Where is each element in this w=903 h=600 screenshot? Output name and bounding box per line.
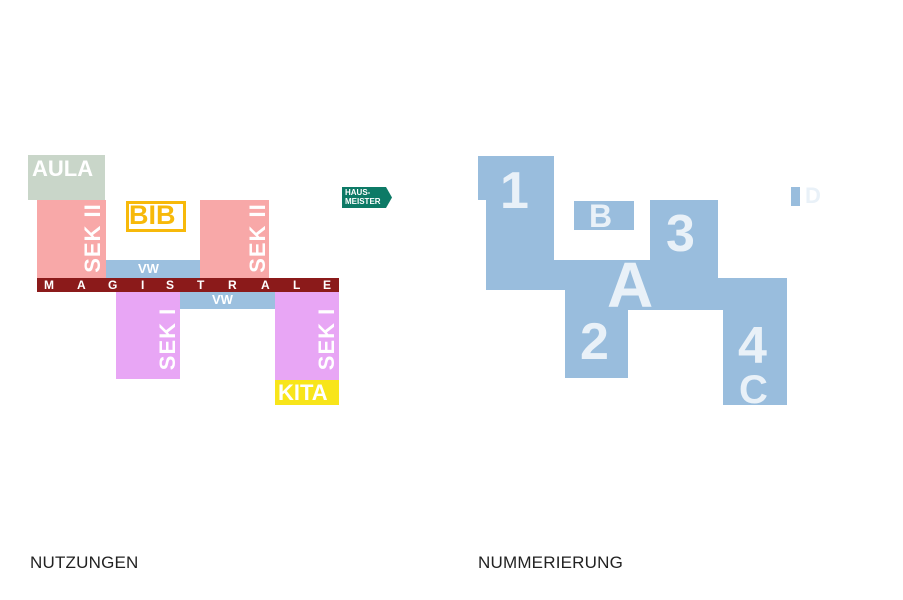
vw-top-label: VW xyxy=(138,261,159,276)
magistrale-letter-s: S xyxy=(166,278,175,292)
letter-c: C xyxy=(739,368,768,412)
nummerierung-caption: NUMMERIERUNG xyxy=(478,553,624,572)
building-d-shape xyxy=(791,187,800,206)
sek2-left-label: SEK II xyxy=(80,203,105,273)
aula-label: AULA xyxy=(32,156,94,181)
building-b-shape xyxy=(574,201,634,230)
kita-block xyxy=(275,380,339,405)
sek1-right-label: SEK I xyxy=(314,307,339,371)
number-4: 4 xyxy=(738,317,767,375)
letter-b: B xyxy=(589,198,613,234)
sek1-right-block xyxy=(275,292,339,380)
bib-label: BIB xyxy=(129,200,176,230)
hausmeister-label-line1: HAUS- xyxy=(345,188,371,197)
aula-block xyxy=(28,155,105,200)
magistrale-letter-e: E xyxy=(323,278,332,292)
magistrale-letter-t: T xyxy=(197,278,205,292)
magistrale-letter-a2: A xyxy=(261,278,270,292)
vw-bottom-block xyxy=(180,292,276,309)
hausmeister-label-line2: MEISTER xyxy=(345,197,381,206)
sek2-right-label: SEK II xyxy=(245,203,270,273)
bib-block xyxy=(126,201,186,232)
building-footprint xyxy=(478,156,800,405)
letter-d: D xyxy=(805,183,821,208)
letter-a: A xyxy=(607,249,654,321)
magistrale-bar: M A G I S T R A L E xyxy=(37,278,339,292)
sek1-left-block xyxy=(116,292,180,379)
kita-label: KITA xyxy=(278,380,328,405)
magistrale-letter-m: M xyxy=(44,278,54,292)
number-2: 2 xyxy=(580,313,609,371)
magistrale-letter-i: I xyxy=(141,278,145,292)
sek2-right-block xyxy=(200,200,269,278)
building-a-shape xyxy=(478,156,787,405)
vw-bottom-label: VW xyxy=(212,292,233,307)
magistrale-letter-r: R xyxy=(228,278,237,292)
hausmeister-badge xyxy=(342,187,392,208)
sek2-left-block xyxy=(37,200,106,278)
vw-top-block xyxy=(106,260,200,278)
number-1: 1 xyxy=(500,162,529,220)
magistrale-letter-l: L xyxy=(293,278,301,292)
magistrale-letter-g: G xyxy=(108,278,118,292)
magistrale-letter-a: A xyxy=(77,278,86,292)
nutzungen-caption: NUTZUNGEN xyxy=(30,553,139,572)
sek1-left-label: SEK I xyxy=(155,307,180,371)
number-3: 3 xyxy=(666,205,695,263)
